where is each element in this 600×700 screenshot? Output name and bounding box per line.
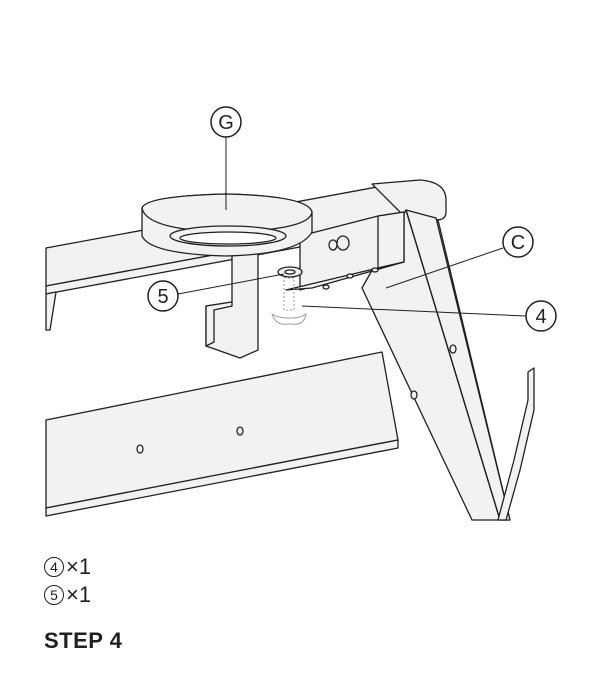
leg-holes: [410, 344, 457, 400]
left-post: [45, 291, 57, 331]
callout-c-circle: [502, 226, 534, 258]
holder-g-ring: [141, 193, 313, 257]
callout-4-label: 4: [535, 306, 546, 328]
wing-screw-4: [271, 277, 307, 325]
callout-5-circle: [147, 280, 179, 312]
holder-g-hook: [205, 247, 259, 359]
part-times: ×: [66, 554, 79, 579]
part-number: 4: [44, 557, 64, 577]
leader-5: [177, 273, 285, 295]
parts-list: 4 × 1 5 × 1: [44, 553, 91, 609]
callout-5-label: 5: [157, 286, 168, 308]
callout-g-circle: [210, 106, 242, 138]
part-quantity: 1: [78, 554, 92, 579]
bracket-bolt: [328, 235, 350, 251]
leg-c: [361, 209, 511, 521]
step-label: STEP 4: [44, 628, 123, 653]
parts-list-item: 5 × 1: [44, 581, 91, 609]
beam-holes: [136, 426, 244, 454]
leader-c: [385, 247, 504, 289]
parts-list-item: 4 × 1: [44, 553, 91, 581]
part-times: ×: [66, 582, 79, 607]
bracket-holes: [322, 267, 379, 290]
part-number: 5: [44, 585, 64, 605]
callout-c-label: C: [511, 232, 525, 254]
front-beam: [45, 351, 399, 517]
assembly-illustration: G C 4 5: [45, 106, 557, 521]
part-quantity: 1: [78, 582, 92, 607]
callout-g-label: G: [218, 112, 234, 134]
callout-4-circle: [525, 300, 557, 332]
leader-4: [301, 305, 527, 317]
right-edge: [497, 367, 535, 521]
